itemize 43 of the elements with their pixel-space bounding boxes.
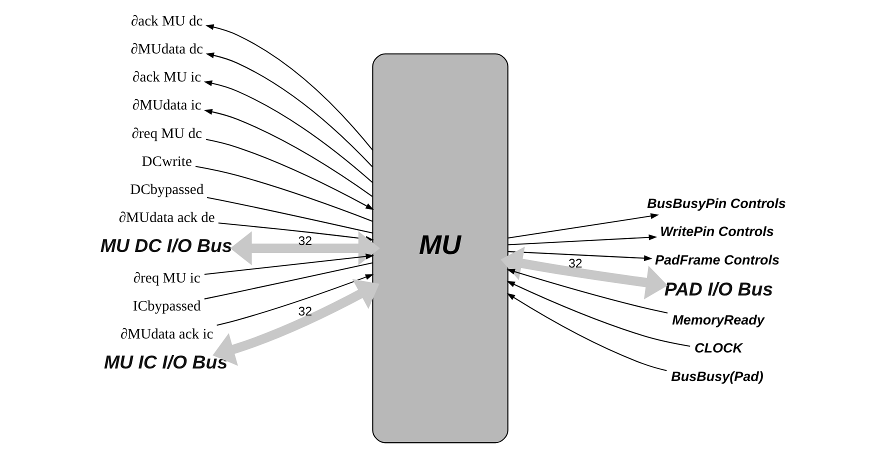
arrow [230,231,380,266]
arrow [506,280,690,347]
node-text: MU DC I/O Bus [100,234,232,256]
node-text: DCbypassed [130,182,204,198]
arrow [204,80,373,183]
connector [204,262,373,300]
node-text: ∂MUdata ic [132,98,202,114]
node-text: ∂req MU dc [132,126,202,142]
arrow [206,52,373,168]
node-text: ∂ack MU ic [132,70,202,86]
node-text: PadFrame Controls [654,252,780,268]
arrow [206,138,374,210]
connector [206,196,373,234]
arrow [508,234,658,246]
arrow [212,279,380,366]
arrow [508,213,659,239]
arrow [216,274,374,326]
arrow [204,254,374,275]
arrow [506,268,668,314]
node-text: BusBusyPin Controls [647,196,786,212]
arrow [506,293,667,372]
arrow [508,251,652,262]
node-text: PAD I/O Bus [664,278,774,300]
node-text: ∂MUdata dc [130,42,203,58]
node-text: ∂MUdata ack ic [120,326,214,342]
edge-label: 32 [298,304,312,318]
node-text: BusBusy(Pad) [671,368,764,384]
edge-label: 32 [298,234,312,248]
node-text: ∂req MU ic [133,270,200,286]
node-text: ∂MUdata ack de [118,210,215,226]
arrow [500,246,668,300]
arrow [205,24,373,150]
node-box: MU [372,53,508,444]
node-text: MU IC I/O Bus [104,351,228,372]
edge-label: 32 [568,256,582,271]
node-text: CLOCK [694,340,742,356]
node-text: WritePin Controls [660,224,774,240]
arrow [204,108,373,197]
node-text: MemoryReady [672,312,764,328]
node-text: ICbypassed [132,298,201,314]
connector [195,166,373,222]
node-text: DCwrite [142,154,192,170]
node-text: ∂ack MU dc [130,13,203,30]
